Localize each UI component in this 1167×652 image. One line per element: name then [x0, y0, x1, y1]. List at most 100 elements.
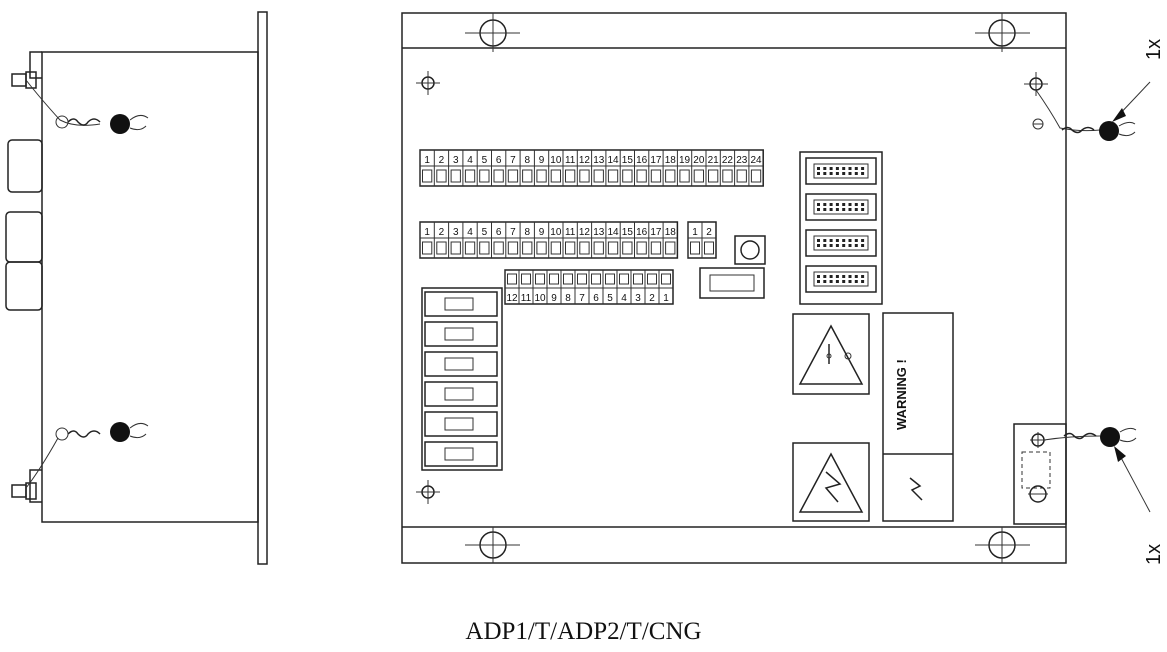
terminal-screw	[693, 169, 705, 183]
terminal-screw	[522, 169, 533, 183]
terminal-screw	[708, 169, 719, 183]
terminal-screw	[591, 273, 601, 285]
seal-ring-bottom	[55, 427, 69, 441]
high-voltage-triangle-sign	[792, 442, 870, 522]
terminal-screw	[607, 241, 619, 255]
screw-hole-tl	[416, 71, 440, 95]
ribbon-connector	[805, 229, 877, 257]
lead-seal-bottom-side	[110, 422, 130, 442]
reset-button[interactable]	[740, 240, 760, 260]
terminal-label: 23	[736, 155, 748, 166]
terminal-label: 12	[579, 227, 591, 238]
terminal-screw	[593, 169, 604, 183]
side-screw-bottom	[11, 484, 27, 498]
terminal-label: 2	[649, 293, 655, 304]
terminal-label: 10	[550, 155, 562, 166]
seal-ring-top	[55, 115, 69, 129]
terminal-screw	[579, 169, 590, 183]
terminal-screw	[536, 241, 547, 255]
terminal-screw	[636, 169, 647, 183]
front-panel	[257, 11, 268, 565]
terminal-label: 11	[521, 293, 532, 304]
terminal-label: 7	[510, 155, 516, 166]
terminal-label: 9	[539, 227, 545, 238]
terminal-label: 12	[579, 155, 591, 166]
terminal-label: 4	[467, 155, 473, 166]
seal-callout-top-label: 1x	[1143, 39, 1165, 60]
fuse	[444, 297, 474, 311]
terminal-screw	[665, 241, 676, 255]
terminal-label: 2	[439, 227, 445, 238]
terminal-label: 10	[534, 293, 546, 304]
fuse	[444, 417, 474, 431]
terminal-screw	[507, 169, 519, 183]
terminal-screw	[550, 169, 562, 183]
terminal-label: 18	[665, 155, 677, 166]
terminal-label: 16	[636, 155, 648, 166]
diagram-caption: ADP1/T/ADP2/T/CNG	[465, 618, 702, 645]
lightning-icon	[909, 477, 923, 501]
terminal-screw	[507, 273, 517, 285]
terminal-screw	[493, 169, 504, 183]
terminal-screw	[665, 169, 676, 183]
terminal-screw	[619, 273, 629, 285]
terminal-label: 5	[482, 227, 488, 238]
terminal-screw	[535, 273, 545, 285]
terminal-screw	[479, 169, 490, 183]
terminal-label: 11	[565, 227, 576, 238]
terminal-screw	[507, 241, 519, 255]
terminal-label: 5	[482, 155, 488, 166]
ribbon-connector-stack	[799, 151, 883, 305]
terminal-label: 4	[467, 227, 473, 238]
terminal-screw	[549, 273, 559, 285]
terminal-label: 14	[607, 227, 619, 238]
terminal-screw	[422, 169, 433, 183]
mounting-keyhole-tl	[465, 13, 520, 52]
warning-plate: WARNING !	[882, 312, 954, 522]
terminal-screw	[647, 273, 657, 285]
terminal-label: 3	[453, 155, 459, 166]
terminal-label: 11	[565, 155, 576, 166]
fuse	[444, 327, 474, 341]
fuse	[444, 387, 474, 401]
terminal-label: 5	[607, 293, 613, 304]
terminal-label: 19	[679, 155, 691, 166]
terminal-label: 16	[636, 227, 648, 238]
terminal-label: 21	[708, 155, 720, 166]
mounting-keyhole-bl	[465, 527, 520, 563]
terminal-screw	[690, 241, 700, 255]
terminal-screw	[565, 241, 576, 255]
terminal-screw	[565, 169, 576, 183]
fuse-holder	[424, 411, 498, 437]
terminal-screw	[679, 169, 690, 183]
screw-hole-bl	[416, 480, 440, 504]
fuse-holder	[424, 381, 498, 407]
lead-seal-top-side	[110, 114, 130, 134]
side-connector-1	[7, 139, 43, 193]
terminal-screw	[436, 241, 447, 255]
terminal-label: 9	[539, 155, 545, 166]
side-view-housing	[41, 51, 259, 523]
fuse-holder	[424, 351, 498, 377]
terminal-screw	[521, 273, 531, 285]
terminal-screw	[736, 169, 747, 183]
terminal-screw	[536, 169, 547, 183]
terminal-label: 7	[510, 227, 516, 238]
terminal-label: 15	[622, 227, 634, 238]
terminal-screw	[607, 169, 619, 183]
terminal-label: 6	[593, 293, 599, 304]
lead-seal-top-front	[1099, 121, 1119, 141]
side-screw-top	[11, 73, 27, 87]
terminal-screw	[422, 241, 433, 255]
ribbon-connector	[805, 157, 877, 185]
terminal-screw	[550, 241, 562, 255]
terminal-label: 3	[453, 227, 459, 238]
terminal-label: 13	[593, 155, 605, 166]
terminal-screw	[636, 241, 647, 255]
terminal-screw	[593, 241, 604, 255]
terminal-screw	[563, 273, 573, 285]
reset-button-housing	[734, 235, 766, 265]
seal-callout-bottom: 1x	[1114, 446, 1165, 565]
lead-seal-bottom-front	[1100, 427, 1120, 447]
